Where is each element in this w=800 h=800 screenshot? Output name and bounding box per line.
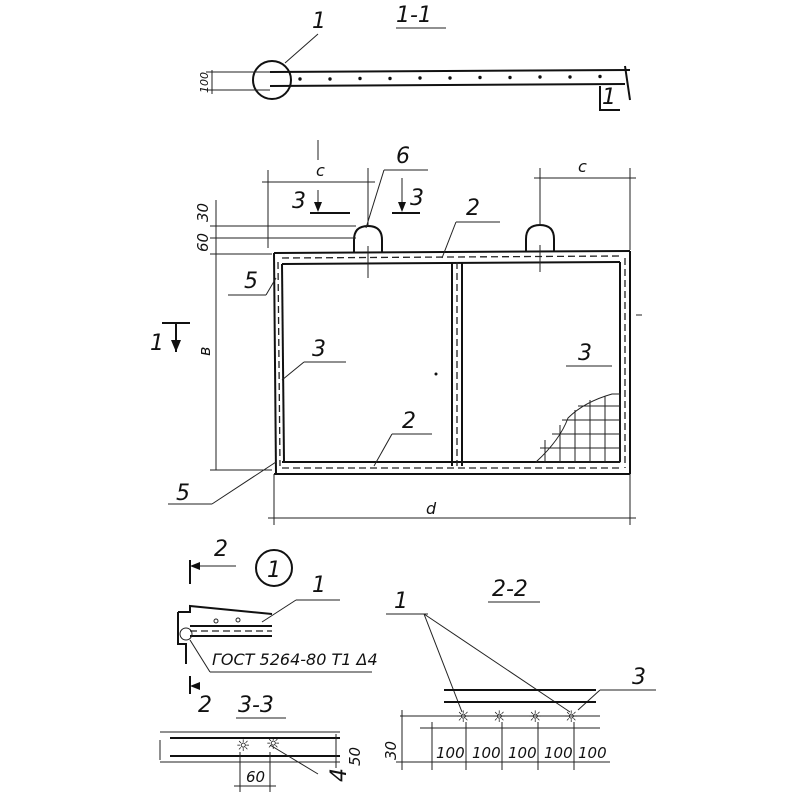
- dim-c-right-text: c: [578, 157, 587, 176]
- cut-2b-label: 2: [198, 693, 212, 718]
- leader-5-bottom-label: 5: [176, 481, 190, 506]
- leader-5-bottom-line: [211, 461, 277, 505]
- frame-left-inner: [281, 263, 285, 463]
- detail-leader-1-line: [261, 599, 297, 623]
- s33-dim-60-text: 60: [246, 768, 265, 786]
- leader-2-top-line: [441, 221, 457, 259]
- s33-leader-4-line: [269, 744, 319, 775]
- center-mark: [434, 372, 438, 376]
- s22-spacing-3: 100: [508, 744, 537, 762]
- mesh-fragment: [534, 393, 621, 463]
- s22-leader-3-line: [577, 689, 601, 711]
- section-bar-bottom: [269, 83, 626, 87]
- dim-d-text: d: [426, 499, 437, 518]
- leader-3-left-label: 3: [312, 337, 326, 362]
- dim-60-text: 60: [194, 233, 212, 252]
- section-1-1: 1-1 1 100 1: [198, 3, 631, 111]
- leader-6-label: 6: [396, 144, 410, 169]
- dim-100-text: 100: [198, 72, 211, 93]
- cut-1-arrowhead: [171, 340, 181, 352]
- s22-leader-1-line-a: [423, 613, 463, 713]
- frame-top-dash: [281, 255, 623, 259]
- detail-profile-left: [177, 612, 187, 664]
- leader-2-bottom-label: 2: [402, 409, 416, 434]
- s22-dim-30-text: 30: [382, 741, 400, 760]
- dim-30-text: 30: [194, 203, 212, 222]
- plan-view: c 3 3 6 c 2 30 60 в 1: [150, 140, 642, 525]
- frame-left-dash: [277, 261, 281, 467]
- cut-3-right-label: 3: [410, 186, 424, 211]
- s22-weld-3: ☼: [528, 707, 542, 726]
- weld-dots: [298, 74, 602, 81]
- detail-weld-1: [213, 618, 219, 624]
- section-2-2: 2-2 1 3 ☼ ☼ ☼ ☼ 30 100 100 100 100 100: [382, 577, 656, 770]
- s22-spacing-4: 100: [544, 744, 573, 762]
- detail-1: 2 1 1 ГОСТ 5264-80 Т1 Δ4 2: [177, 537, 378, 718]
- leader-1-label: 1: [312, 9, 326, 34]
- cut-1-label: 1: [150, 331, 164, 356]
- cut-3-right-arrowhead: [398, 202, 406, 212]
- detail-1-circle-marker: [252, 60, 292, 100]
- leader-1b-label: 1: [602, 85, 616, 110]
- dim-c-left-text: c: [316, 161, 325, 180]
- detail-weld-2: [235, 617, 241, 623]
- section-3-3: 3-3 ☼ ☼ 4 50 60: [159, 693, 364, 792]
- s22-spacing-5: 100: [578, 744, 607, 762]
- s22-weld-1: ☼: [456, 707, 470, 726]
- frame-left: [273, 252, 277, 475]
- detail-1-circle: [255, 549, 293, 587]
- s22-spacing-1: 100: [436, 744, 465, 762]
- dim-b-text: в: [195, 347, 214, 356]
- section-2-2-title: 2-2: [492, 577, 528, 602]
- section-end-profile: [624, 65, 631, 101]
- gost-leader-line: [189, 639, 211, 673]
- cut-2b-arrowhead: [190, 682, 200, 690]
- frame-top: [273, 250, 631, 254]
- s22-spacing-2: 100: [472, 744, 501, 762]
- section-bar-top: [269, 69, 631, 73]
- s33-weld-2: ☼: [266, 734, 280, 753]
- leader-2-top-label: 2: [466, 196, 480, 221]
- s22-weld-4: ☼: [564, 707, 578, 726]
- s33-dim-50-text: 50: [346, 747, 364, 766]
- s22-weld-2: ☼: [492, 707, 506, 726]
- section-3-3-title: 3-3: [238, 693, 274, 718]
- leader-2-bottom-line: [373, 433, 393, 467]
- detail-profile-top: [178, 604, 273, 615]
- leader-1-line: [284, 33, 319, 64]
- cut-2-label: 2: [214, 537, 228, 562]
- section-1-1-title: 1-1: [396, 3, 432, 28]
- leader-5-top-line: [265, 277, 277, 296]
- cut-3-left-label: 3: [292, 189, 306, 214]
- s22-leader-1-line-b: [423, 613, 571, 713]
- gost-note: ГОСТ 5264-80 Т1 Δ4: [212, 650, 378, 669]
- cut-3-left-arrowhead: [314, 202, 322, 212]
- leader-3-right-label: 3: [578, 341, 592, 366]
- s33-weld-1: ☼: [236, 736, 250, 755]
- leader-5-top-label: 5: [244, 269, 258, 294]
- cut-2-arrowhead: [190, 562, 200, 570]
- section-hook: [599, 86, 620, 111]
- detail-weld-symbol: [179, 627, 193, 641]
- leader-3-left-line: [281, 361, 305, 381]
- s22-leader-3-label: 3: [632, 665, 646, 690]
- leader-6-line: [365, 169, 385, 229]
- s22-leader-1-label: 1: [394, 589, 408, 614]
- s33-leader-4-label: 4: [327, 768, 352, 782]
- detail-leader-1-label: 1: [312, 573, 326, 598]
- detail-1-circle-label: 1: [267, 558, 281, 583]
